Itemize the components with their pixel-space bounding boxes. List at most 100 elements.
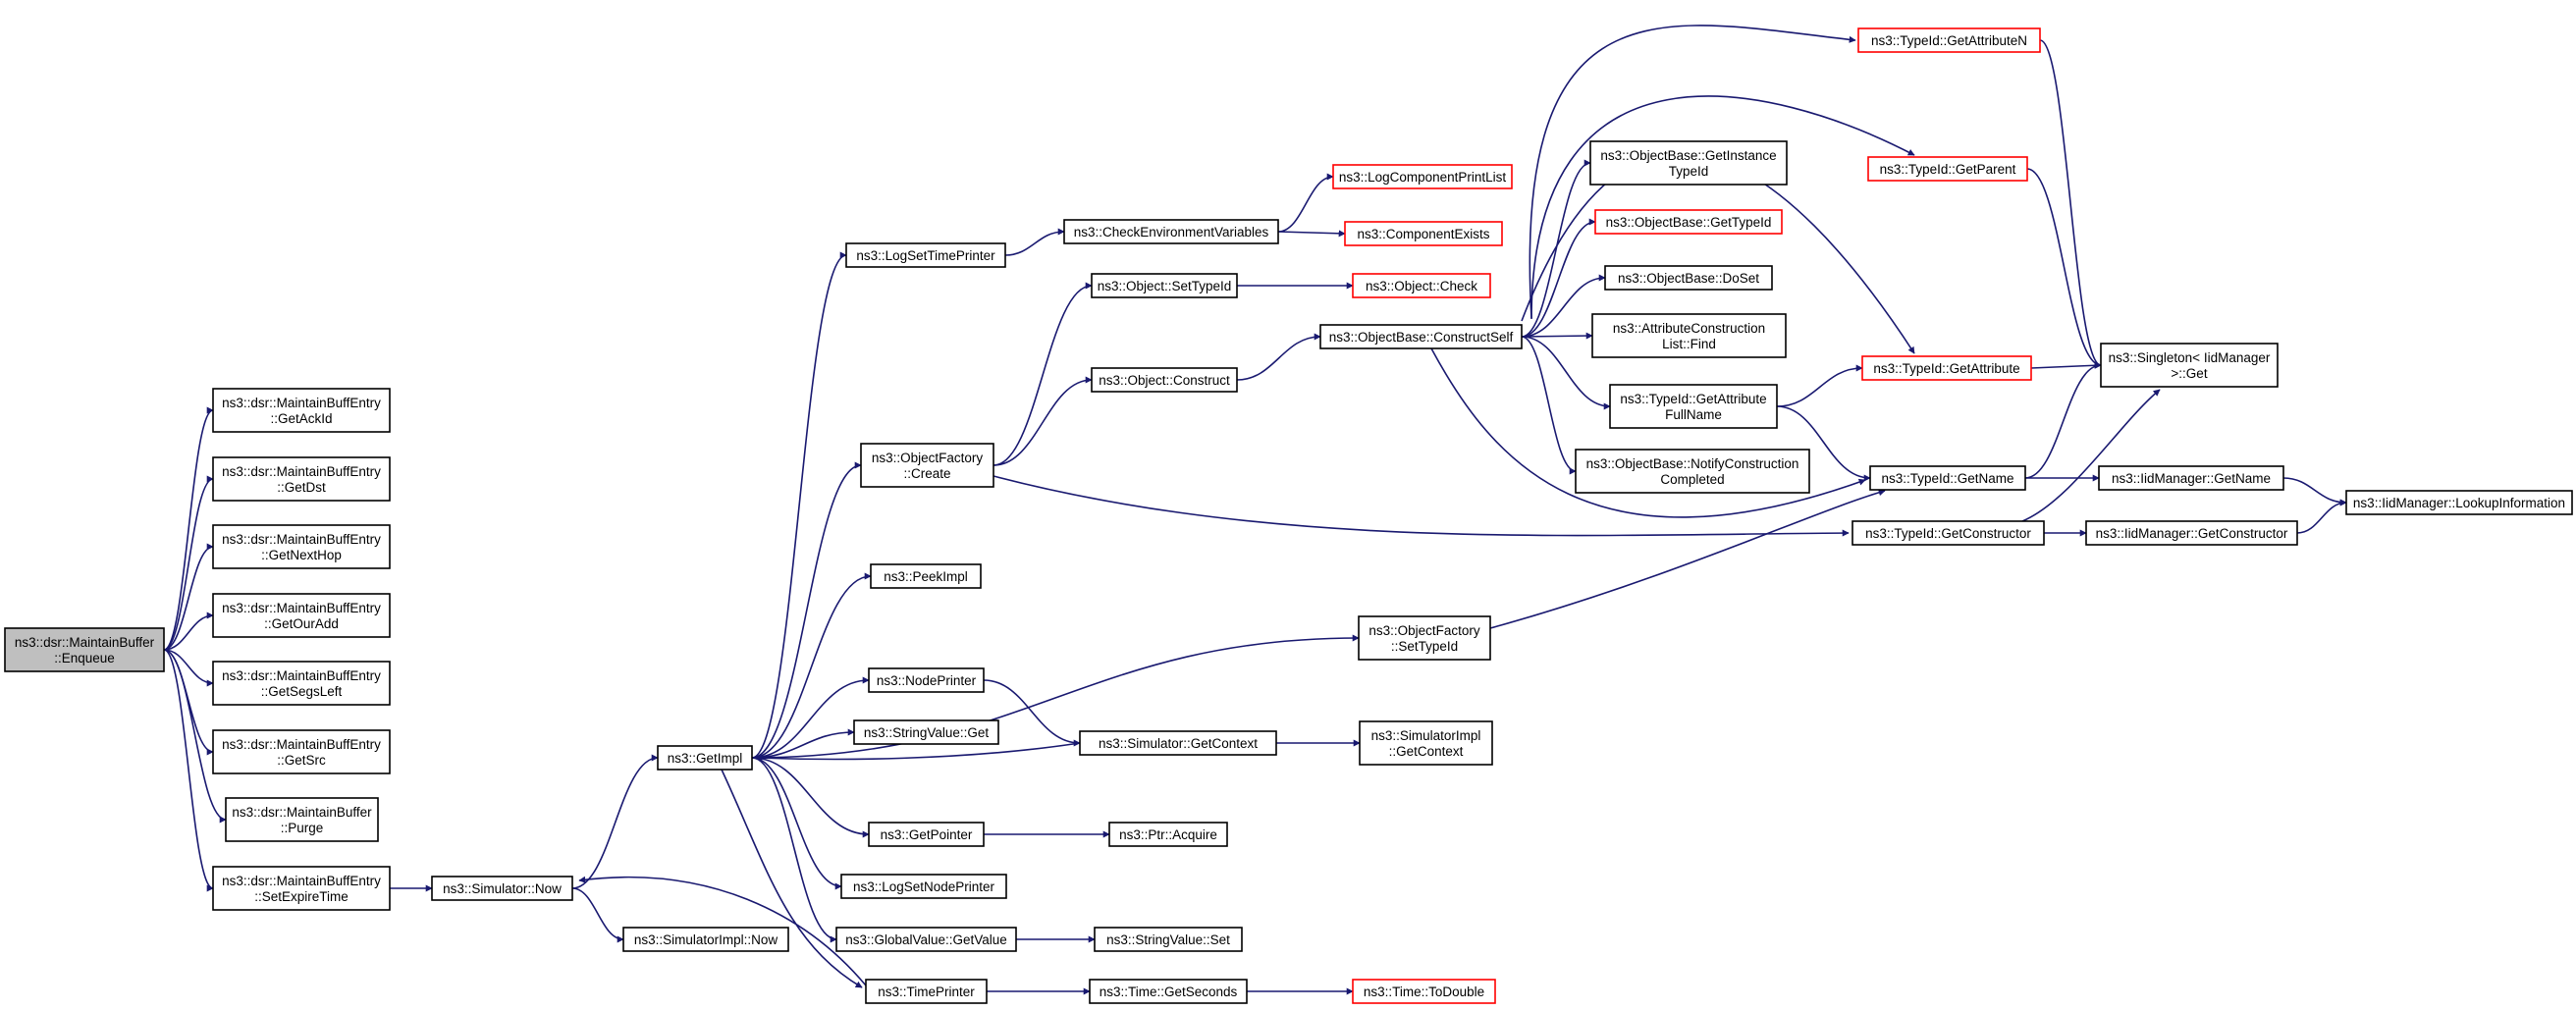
node-label-line: ns3::dsr::MaintainBuffEntry	[222, 532, 381, 547]
node-stringvalueget[interactable]: ns3::StringValue::Get	[853, 719, 999, 745]
node-box	[1604, 265, 1773, 291]
node-box	[1108, 822, 1228, 847]
node-typeidgetname[interactable]: ns3::TypeId::GetName	[1869, 465, 2026, 491]
node-box	[657, 745, 753, 771]
node-label-line: TypeId	[1669, 164, 1709, 179]
node-nodeprinter[interactable]: ns3::NodePrinter	[868, 667, 985, 693]
node-box	[212, 866, 391, 911]
node-simimplnow[interactable]: ns3::SimulatorImpl::Now	[622, 927, 789, 952]
edge-getattrfullname-to-getattribute	[1776, 364, 1863, 407]
node-checkenv[interactable]: ns3::CheckEnvironmentVariables	[1063, 219, 1279, 244]
node-globalvaluegetvalue[interactable]: ns3::GlobalValue::GetValue	[835, 927, 1017, 952]
node-label-line: ns3::TypeId::GetName	[1881, 471, 2013, 486]
node-label-line: ns3::Object::Check	[1366, 279, 1477, 293]
node-objconstruct[interactable]: ns3::Object::Construct	[1091, 367, 1238, 393]
node-iidgetconstructor[interactable]: ns3::IidManager::GetConstructor	[2085, 520, 2298, 546]
edge-path	[163, 649, 227, 824]
node-label-line: ::Purge	[281, 821, 324, 835]
node-getsegsleft[interactable]: ns3::dsr::MaintainBuffEntry::GetSegsLeft	[212, 661, 391, 706]
node-box	[1094, 927, 1243, 952]
edge-path	[1530, 95, 1915, 320]
node-constructself[interactable]: ns3::ObjectBase::ConstructSelf	[1319, 324, 1523, 349]
node-simnow[interactable]: ns3::Simulator::Now	[431, 876, 573, 901]
edge-path	[1004, 228, 1065, 256]
node-compexists[interactable]: ns3::ComponentExists	[1344, 221, 1503, 246]
edge-getimpl-to-stringvalueget	[751, 728, 855, 759]
node-singletonget[interactable]: ns3::Singleton< IidManager >::Get	[2100, 343, 2279, 388]
node-objfactcreate[interactable]: ns3::ObjectFactory::Create	[860, 443, 994, 488]
node-getdst[interactable]: ns3::dsr::MaintainBuffEntry::GetDst	[212, 456, 391, 502]
node-lookupinfo[interactable]: ns3::IidManager::LookupInformation	[2345, 490, 2573, 515]
node-getnexthop[interactable]: ns3::dsr::MaintainBuffEntry::GetNextHop	[212, 524, 391, 569]
edge-constructself-to-objbasegettypeid	[1521, 218, 1596, 338]
node-doset[interactable]: ns3::ObjectBase::DoSet	[1604, 265, 1773, 291]
node-label-line: ns3::ObjectFactory	[1368, 623, 1480, 638]
edge-getimpl-to-logsetnodeprinter	[751, 757, 842, 890]
node-timeprinter[interactable]: ns3::TimePrinter	[865, 979, 988, 1004]
node-label-line: ::GetSrc	[277, 753, 326, 768]
node-label-line: ns3::LogComponentPrintList	[1339, 170, 1507, 185]
node-label-line: ns3::Object::Construct	[1099, 373, 1230, 388]
edge-path	[1521, 336, 1611, 410]
edge-path	[751, 251, 847, 759]
node-box	[1079, 730, 1277, 756]
node-objfactsettypeid[interactable]: ns3::ObjectFactory::SetTypeId	[1358, 615, 1491, 661]
edge-path	[1521, 336, 1577, 475]
node-label-line: ns3::dsr::MaintainBuffEntry	[222, 668, 381, 683]
node-logsetnodeprinter[interactable]: ns3::LogSetNodePrinter	[840, 874, 1007, 899]
node-simimplgetcontext[interactable]: ns3::SimulatorImpl::GetContext	[1359, 720, 1493, 766]
node-setexpiretime[interactable]: ns3::dsr::MaintainBuffEntry::SetExpireTi…	[212, 866, 391, 911]
node-box	[1852, 520, 2045, 546]
node-enqueue[interactable]: ns3::dsr::MaintainBuffer::Enqueue	[4, 627, 165, 672]
node-timegetseconds[interactable]: ns3::Time::GetSeconds	[1089, 979, 1248, 1004]
node-label-line: ns3::StringValue::Set	[1106, 932, 1230, 947]
node-typeidgetconstructor[interactable]: ns3::TypeId::GetConstructor	[1852, 520, 2045, 546]
node-objsettypeid[interactable]: ns3::Object::SetTypeId	[1091, 273, 1238, 298]
edge-path	[1776, 364, 1863, 407]
node-getattributen[interactable]: ns3::TypeId::GetAttributeN	[1857, 27, 2041, 53]
node-simgetcontext[interactable]: ns3::Simulator::GetContext	[1079, 730, 1277, 756]
node-box	[1575, 449, 1810, 494]
node-objbasegettypeid[interactable]: ns3::ObjectBase::GetTypeId	[1594, 209, 1783, 235]
edge-iidgetconstructor-to-lookupinfo	[2296, 499, 2347, 534]
node-notifyconstruct[interactable]: ns3::ObjectBase::NotifyConstructionCompl…	[1575, 449, 1810, 494]
node-getouradd[interactable]: ns3::dsr::MaintainBuffEntry::GetOurAdd	[212, 593, 391, 638]
node-getparent[interactable]: ns3::TypeId::GetParent	[1867, 156, 2028, 182]
node-iidgetname[interactable]: ns3::IidManager::GetName	[2098, 465, 2284, 491]
edge-constructself-to-getparent	[1530, 95, 1915, 320]
edge-path	[1489, 489, 1886, 629]
node-objcheck[interactable]: ns3::Object::Check	[1352, 273, 1491, 298]
node-label-line: ns3::dsr::MaintainBuffEntry	[222, 396, 381, 410]
edge-path	[1776, 405, 1871, 482]
node-logsettimeprinter[interactable]: ns3::LogSetTimePrinter	[845, 242, 1006, 268]
node-timetodouble[interactable]: ns3::Time::ToDouble	[1352, 979, 1496, 1004]
node-ptracquire[interactable]: ns3::Ptr::Acquire	[1108, 822, 1228, 847]
node-stringvalueset[interactable]: ns3::StringValue::Set	[1094, 927, 1243, 952]
edge-path	[721, 769, 863, 988]
node-getpointer[interactable]: ns3::GetPointer	[868, 822, 985, 847]
node-peekimpl[interactable]: ns3::PeekImpl	[870, 563, 982, 589]
node-getattribute[interactable]: ns3::TypeId::GetAttribute	[1861, 355, 2032, 381]
node-label-line: ns3::GetImpl	[668, 751, 743, 766]
node-label-line: ns3::Singleton< IidManager	[2109, 350, 2271, 365]
edge-enqueue-to-getsegsleft	[163, 649, 214, 687]
node-label-line: ns3::Ptr::Acquire	[1119, 827, 1217, 842]
node-getsrc[interactable]: ns3::dsr::MaintainBuffEntry::GetSrc	[212, 729, 391, 774]
node-box	[212, 661, 391, 706]
node-getimpl[interactable]: ns3::GetImpl	[657, 745, 753, 771]
node-box	[845, 242, 1006, 268]
edge-path	[1277, 173, 1334, 233]
node-box	[1089, 979, 1248, 1004]
node-purge[interactable]: ns3::dsr::MaintainBuffer::Purge	[225, 797, 379, 842]
node-box	[1867, 156, 2028, 182]
node-label-line: ns3::dsr::MaintainBuffEntry	[222, 874, 381, 888]
node-label-line: ::SetExpireTime	[254, 889, 349, 904]
node-label-line: ns3::ObjectBase::DoSet	[1618, 271, 1759, 286]
node-logcompprintlist[interactable]: ns3::LogComponentPrintList	[1332, 164, 1513, 189]
edge-objfactcreate-to-typeidgetconstructor	[993, 475, 1850, 537]
node-getackid[interactable]: ns3::dsr::MaintainBuffEntry::GetAckId	[212, 388, 391, 433]
edge-path	[571, 887, 624, 943]
